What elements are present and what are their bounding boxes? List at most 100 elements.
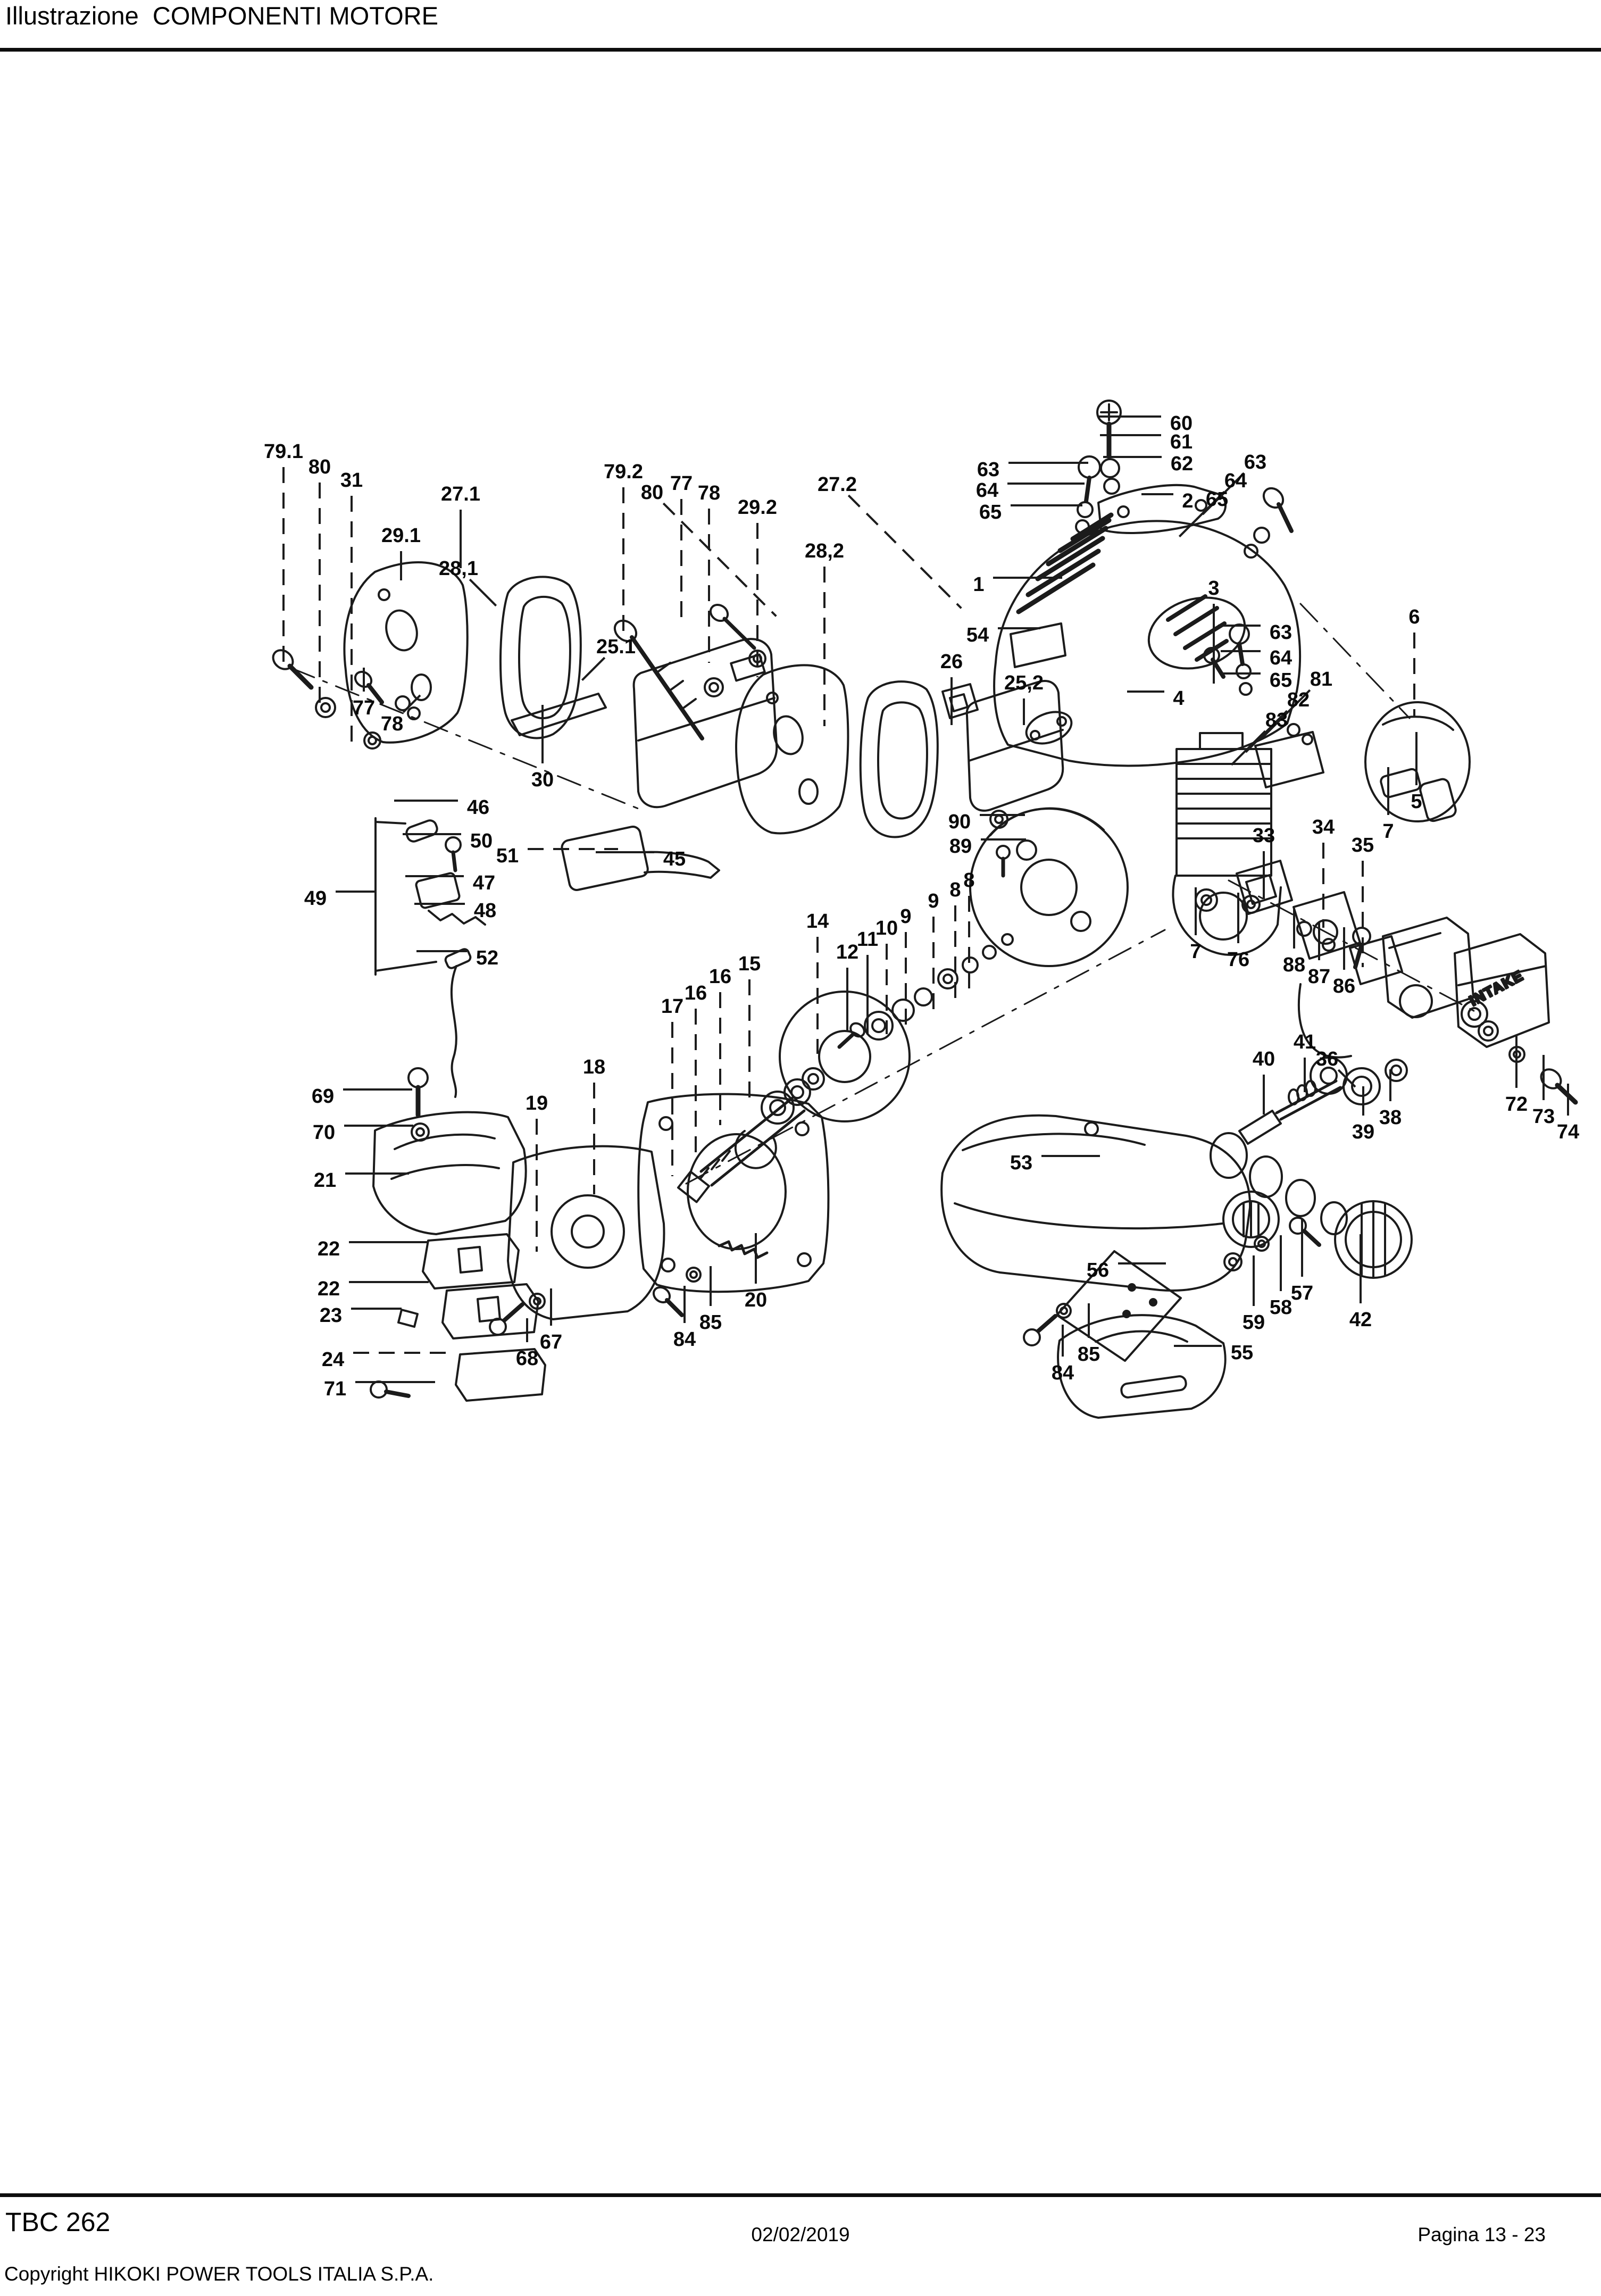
part-label: 10	[875, 917, 898, 1034]
part-label: 8	[963, 869, 975, 997]
part-number: 72	[1505, 1093, 1528, 1116]
part-label: 47	[405, 872, 495, 894]
part-number: 20	[745, 1289, 767, 1311]
part-number: 62	[1171, 453, 1193, 475]
part-number: 3	[1208, 577, 1219, 600]
part-label: 21	[314, 1169, 409, 1192]
part-number: 84	[1052, 1362, 1074, 1384]
part-label: 15	[738, 953, 761, 1107]
part-number: 79.1	[264, 440, 303, 463]
part-label: 36	[1316, 1048, 1356, 1088]
part-label: 55	[1174, 1342, 1253, 1364]
part-number: 26	[940, 651, 963, 673]
leader-line	[402, 694, 421, 713]
part-label: 81	[1260, 668, 1332, 740]
part-label: 88	[1283, 909, 1305, 976]
page-title: Illustrazione COMPONENTI MOTORE	[5, 2, 438, 30]
part-number: 4	[1173, 687, 1184, 710]
part-number: 78	[698, 482, 720, 504]
part-number: 36	[1316, 1048, 1338, 1070]
part-number: 45	[663, 848, 686, 870]
part-label: 45	[596, 848, 686, 870]
part-number: 19	[526, 1092, 548, 1114]
part-number: 85	[699, 1311, 722, 1334]
part-number: 28,1	[439, 558, 478, 580]
header-divider	[0, 48, 1601, 52]
part-number: 48	[474, 900, 496, 922]
part-label: 34	[1312, 816, 1335, 928]
part-label: 76	[1227, 893, 1249, 971]
part-number: 65	[979, 501, 1002, 523]
part-label: 69	[312, 1085, 412, 1108]
part-number: 25,2	[1004, 672, 1044, 694]
part-number: 41	[1294, 1031, 1316, 1053]
part-number: 30	[531, 769, 554, 791]
part-number: 84	[673, 1328, 696, 1351]
part-label: 68	[516, 1318, 538, 1370]
part-number: 25.1	[596, 636, 636, 658]
part-label: 6	[1408, 606, 1420, 718]
part-number: 38	[1379, 1107, 1402, 1129]
part-number: 57	[1291, 1282, 1313, 1304]
engine-cover-group	[993, 400, 1302, 767]
part-label: 80	[308, 456, 331, 706]
part-number: 56	[1087, 1259, 1109, 1282]
part-number: 24	[322, 1349, 344, 1371]
carburetor-group	[1195, 860, 1550, 1059]
part-number: 50	[470, 830, 493, 852]
part-label: 80	[641, 481, 777, 617]
part-number: 22	[318, 1238, 340, 1260]
part-label: 85	[1078, 1303, 1100, 1366]
part-label: 48	[414, 900, 496, 922]
part-label: 71	[324, 1378, 435, 1400]
part-label: 18	[583, 1056, 605, 1194]
leader-line	[469, 578, 497, 607]
part-number: 65	[1270, 669, 1292, 692]
part-label: 7	[1382, 767, 1394, 843]
part-label: 46	[394, 796, 489, 819]
part-number: 69	[312, 1085, 334, 1108]
starter-group	[1229, 623, 1471, 822]
part-number: 63	[1244, 451, 1266, 473]
part-number: 16	[709, 966, 731, 988]
clutch-drum-group	[677, 987, 933, 1203]
part-number: 80	[641, 481, 663, 504]
part-number: 55	[1231, 1342, 1253, 1364]
part-label: 25,2	[1004, 672, 1044, 725]
part-label: 85	[699, 1266, 722, 1334]
part-label: 4	[1127, 687, 1185, 710]
part-label: 28,2	[805, 540, 844, 726]
part-number: 83	[1265, 709, 1288, 731]
page-number: Pagina 13 - 23	[1417, 2224, 1546, 2245]
part-number: 80	[308, 456, 331, 478]
leader-line	[1337, 1069, 1356, 1088]
part-number: 63	[977, 459, 999, 481]
air-cleaner-molded-text: INTAKE	[1467, 967, 1527, 1009]
part-label: 63	[977, 459, 1088, 481]
part-number: 35	[1352, 834, 1374, 856]
cylinder-flywheel-group	[937, 732, 1282, 989]
part-number: 53	[1010, 1152, 1032, 1174]
part-label: 52	[416, 947, 498, 969]
leader-line	[1260, 689, 1311, 740]
part-number: 27.1	[441, 483, 480, 505]
part-number: 65	[1206, 488, 1228, 511]
part-number: 73	[1532, 1105, 1555, 1128]
part-label: 58	[1270, 1235, 1292, 1319]
part-number: 60	[1170, 412, 1193, 435]
part-number: 77	[353, 697, 375, 719]
part-number: 11	[857, 928, 878, 951]
leader-line	[662, 502, 777, 617]
part-label: 16	[685, 982, 707, 1152]
part-label: 61	[1100, 431, 1193, 453]
part-number: 7	[1190, 941, 1201, 963]
part-number: 64	[976, 479, 998, 502]
part-number: 82	[1287, 689, 1310, 711]
part-label: 27.1	[441, 483, 480, 568]
part-label: 78	[381, 694, 421, 735]
part-number: 49	[304, 887, 327, 910]
part-number: 31	[340, 469, 363, 492]
part-label: 17	[661, 995, 683, 1176]
part-label: 65	[1178, 488, 1228, 538]
